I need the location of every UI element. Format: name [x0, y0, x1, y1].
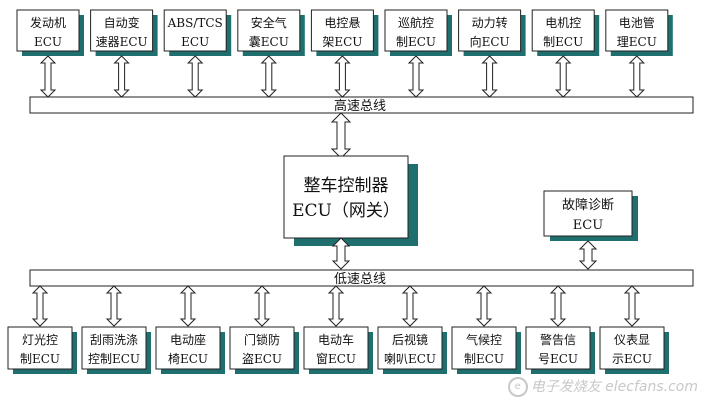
bottom-ecu-label: 号ECU — [538, 352, 578, 366]
top-ecu-arrow — [554, 55, 572, 98]
top-ecu-label: 电机控 — [545, 16, 581, 30]
top-ecu-label: 囊ECU — [249, 34, 289, 49]
bottom-ecu-label: 仪表显 — [614, 333, 650, 347]
top-ecu-arrow — [39, 55, 57, 98]
diagnostic-box — [543, 190, 633, 237]
bottom-ecu-arrow — [623, 285, 641, 327]
low-speed-bus-label: 低速总线 — [334, 272, 386, 287]
diagnostic-arrow — [578, 240, 598, 270]
top-ecu-label: 制ECU — [543, 35, 583, 49]
top-ecu-box — [163, 9, 227, 52]
bottom-ecu-label: 椅ECU — [168, 352, 208, 366]
diagnostic-line2: ECU — [573, 218, 603, 233]
bottom-arrows — [31, 285, 641, 327]
diagnostic-line1: 故障诊断 — [562, 198, 614, 213]
bottom-ecu-box — [229, 326, 295, 370]
top-ecu-box — [90, 9, 154, 52]
bottom-ecu-label: 示ECU — [612, 352, 652, 366]
top-ecu-label: 自动变 — [104, 15, 140, 30]
top-ecu-label: 制ECU — [396, 35, 436, 49]
bottom-ecu-label: 控制ECU — [88, 352, 140, 366]
bottom-ecu-arrow — [253, 285, 271, 327]
top-ecu-label: 安全气 — [251, 15, 287, 30]
bottom-ecu-label: 制ECU — [464, 352, 504, 366]
bottom-ecu-arrow — [327, 285, 345, 327]
bottom-ecu-label: 气候控 — [466, 332, 502, 347]
top-ecu-label: 发动机 — [30, 15, 66, 30]
top-ecu-box — [458, 9, 522, 52]
top-ecu-arrow — [481, 55, 498, 98]
gateway-box — [283, 155, 409, 239]
top-ecu-label: ECU — [181, 35, 209, 49]
top-ecu-arrow — [113, 55, 130, 98]
bottom-ecu-arrow — [179, 285, 197, 327]
bottom-ecu-label: 门锁防 — [244, 332, 280, 347]
top-ecu-label: ECU — [34, 35, 62, 49]
bottom-ecu-label: 灯光控 — [22, 333, 58, 347]
top-ecu-label: ABS/TCS — [167, 16, 223, 30]
bottom-ecu-label: 盗ECU — [242, 351, 282, 366]
watermark-logo-icon: e — [507, 377, 528, 397]
top-ecu-box — [310, 9, 374, 52]
bottom-ecu-label: 制ECU — [20, 352, 60, 366]
top-ecu-arrow — [628, 55, 646, 98]
bottom-ecu-box — [377, 326, 443, 370]
bottom-ecu-box — [81, 326, 147, 370]
bottom-ecu-label: 刮雨洗涤 — [90, 333, 138, 347]
top-ecu-arrow — [334, 55, 351, 98]
bottom-ecu-label: 电动车 — [318, 332, 354, 347]
bottom-ecu-label: 后视镜 — [392, 332, 428, 347]
bottom-ecu-arrow — [401, 285, 419, 327]
bottom-ecu-box — [155, 326, 221, 370]
top-ecu-arrow — [186, 55, 204, 98]
gateway-title: 整车控制器 — [304, 176, 389, 196]
bottom-ecu-arrow — [105, 285, 123, 327]
top-ecu-box — [384, 9, 448, 52]
bottom-ecu-box — [7, 326, 73, 370]
high-speed-bus-label: 高速总线 — [334, 98, 386, 114]
top-ecu-label: 向ECU — [470, 34, 510, 49]
top-ecu-label: 巡航控 — [398, 15, 434, 30]
top-ecu-label: 速器ECU — [96, 35, 148, 49]
top-ecu-label: 动力转 — [472, 15, 508, 30]
low-speed-bus-bar — [29, 269, 694, 287]
bottom-ecu-arrow — [31, 285, 49, 327]
bottom-ecu-box — [599, 326, 665, 370]
top-ecu-arrow — [407, 55, 425, 98]
top-ecu-box — [605, 9, 669, 52]
top-ecu-arrow — [260, 55, 278, 98]
high-speed-bus-bar — [29, 96, 694, 114]
bottom-ecu-box — [303, 326, 369, 370]
bottom-ecu-label: 电动座 — [170, 332, 206, 347]
bottom-ecu-label: 喇叭ECU — [384, 351, 436, 366]
watermark-text: 电子发烧友 elecfans.com — [530, 379, 698, 395]
top-ecu-box — [16, 9, 80, 52]
top-ecu-box — [237, 9, 301, 52]
gateway-subtitle: ECU（网关） — [292, 201, 400, 221]
bottom-ecu-box — [525, 326, 591, 370]
gateway-lower-arrow — [331, 237, 351, 270]
bottom-ecu-label: 窗ECU — [316, 352, 356, 366]
top-ecu-label: 电池管 — [619, 15, 655, 30]
top-ecu-label: 理ECU — [617, 35, 657, 49]
bottom-ecu-arrow — [549, 285, 567, 327]
top-ecu-label: 电控悬 — [324, 16, 360, 30]
gateway-arrow — [330, 112, 352, 159]
bottom-ecu-label: 警告信 — [540, 332, 576, 347]
top-ecu-box — [531, 9, 595, 52]
top-arrows — [39, 55, 646, 98]
bottom-ecu-arrow — [475, 285, 493, 327]
top-ecu-label: 架ECU — [322, 35, 362, 49]
bottom-ecu-box — [451, 326, 517, 370]
